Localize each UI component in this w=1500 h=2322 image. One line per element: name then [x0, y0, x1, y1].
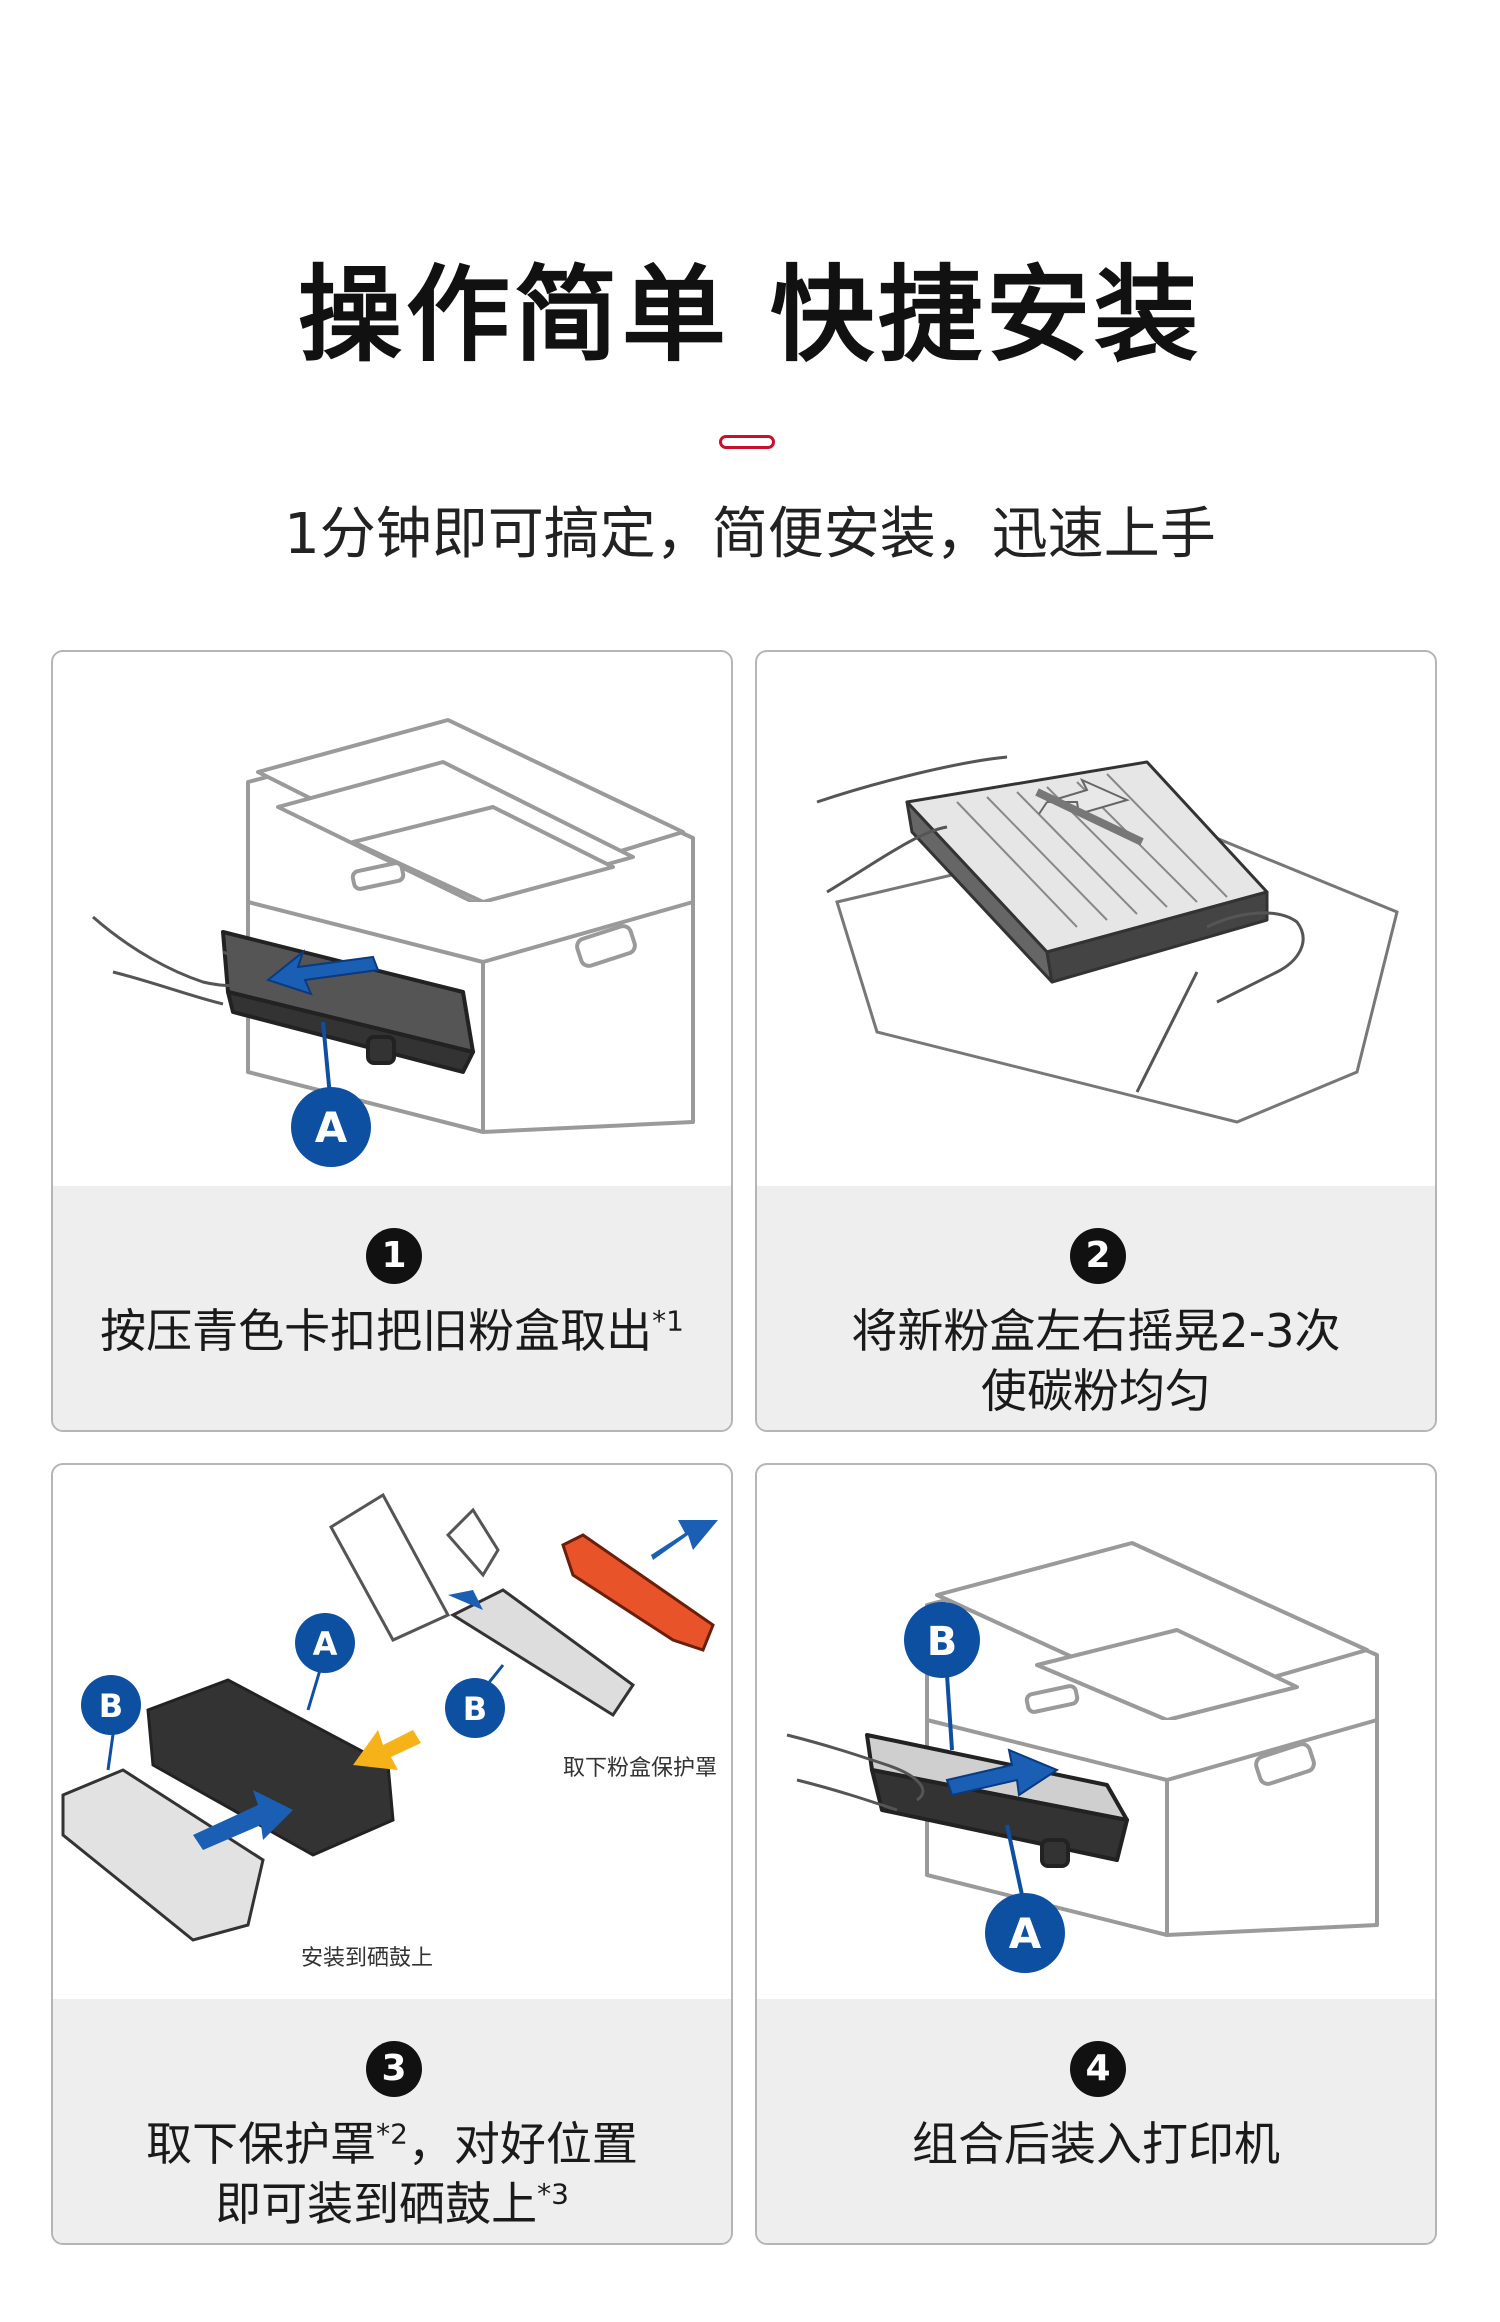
- step-2-number-badge: 2: [1070, 1228, 1126, 1284]
- note-install-on-drum: 安装到硒鼓上: [301, 1946, 433, 1971]
- callout-b-label-right: B: [463, 1690, 487, 1728]
- step-2-text-line-2: 使碳粉均匀: [981, 1364, 1211, 1418]
- callout-a-label: A: [313, 1625, 338, 1663]
- step-4-caption: 4 组合后装入打印机: [757, 1999, 1435, 2243]
- step-3-number-badge: 3: [366, 2041, 422, 2097]
- step-1-illustration-remove-old-cartridge: A: [92, 718, 695, 1167]
- step-3-text-part-2: ，对好位置: [407, 2117, 638, 2171]
- page-title: 操作简单 快捷安装: [297, 254, 1203, 376]
- footnote-2: *2: [376, 2117, 408, 2151]
- step-3-text-part-1: 取下保护罩: [146, 2117, 377, 2171]
- step-4-instruction: 组合后装入打印机: [777, 2114, 1415, 2174]
- step-3-instruction: 取下保护罩*2，对好位置 即可装到硒鼓上*3: [73, 2114, 711, 2234]
- step-1-instruction: 按压青色卡扣把旧粉盒取出*1: [73, 1301, 711, 1361]
- step-1-number-badge: 1: [366, 1228, 422, 1284]
- step-2-text-line-1: 将新粉盒左右摇晃2-3次: [851, 1304, 1341, 1358]
- step-card-1: A 1 按压青色卡扣把旧粉盒取出*1: [51, 650, 733, 1432]
- footnote-1: *1: [652, 1304, 684, 1338]
- step-4-illustration-insert-into-printer: B A: [786, 1541, 1379, 1973]
- title-accent-divider: [719, 435, 775, 449]
- page-subtitle: 1分钟即可搞定，简便安装，迅速上手: [284, 502, 1216, 567]
- step-3-illustration-remove-cover-install: A B B 取下粉盒保护罩 安装到硒鼓上: [61, 1492, 718, 1971]
- note-remove-cover: 取下粉盒保护罩: [563, 1756, 717, 1781]
- callout-b-label: B: [927, 1619, 958, 1665]
- step-1-text: 按压青色卡扣把旧粉盒取出: [100, 1304, 653, 1358]
- step-1-caption: 1 按压青色卡扣把旧粉盒取出*1: [53, 1186, 731, 1430]
- step-2-caption: 2 将新粉盒左右摇晃2-3次 使碳粉均匀: [757, 1186, 1435, 1430]
- step-3-text-part-3: 即可装到硒鼓上: [215, 2177, 538, 2231]
- step-4-text: 组合后装入打印机: [912, 2117, 1280, 2171]
- step-card-4: B A 4 组合后装入打印机: [755, 1463, 1437, 2245]
- callout-a-label: A: [315, 1103, 348, 1152]
- step-3-caption: 3 取下保护罩*2，对好位置 即可装到硒鼓上*3: [53, 1999, 731, 2243]
- step-4-number-badge: 4: [1070, 2041, 1126, 2097]
- footnote-3: *3: [537, 2177, 569, 2211]
- callout-b-label-left: B: [99, 1687, 123, 1725]
- step-card-3: A B B 取下粉盒保护罩 安装到硒鼓上 3 取下保护罩*2，对好位置 即可装到…: [51, 1463, 733, 2245]
- step-2-instruction: 将新粉盒左右摇晃2-3次 使碳粉均匀: [777, 1301, 1415, 1421]
- step-card-2: 2 将新粉盒左右摇晃2-3次 使碳粉均匀: [755, 650, 1437, 1432]
- step-2-illustration-shake-cartridge: [816, 755, 1399, 1124]
- callout-a-label: A: [1009, 1909, 1042, 1958]
